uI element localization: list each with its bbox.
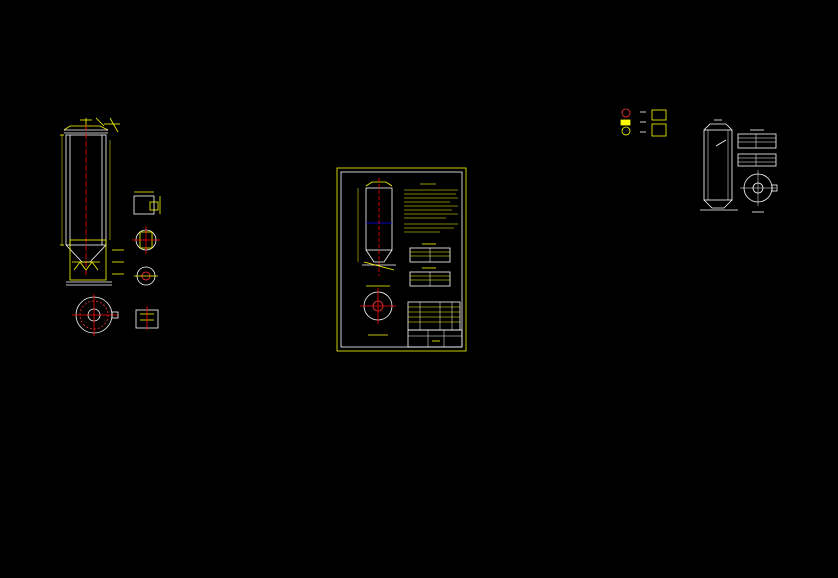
left-detail-view-a [133, 191, 161, 215]
left-detail-view-c [134, 266, 158, 286]
sheet-parts-list [407, 301, 461, 331]
left-vessel-assembly[interactable] [60, 117, 161, 336]
right-vessel-elevation [700, 119, 738, 211]
right-symbol-cluster [620, 108, 667, 137]
sheet-inner-border [340, 171, 463, 348]
sheet-design-data-table-2 [409, 267, 451, 287]
sheet-plan-view [360, 285, 396, 336]
center-drawing-sheet[interactable] [336, 167, 467, 352]
left-vessel-shell [60, 125, 111, 275]
left-detail-view-d [135, 306, 159, 330]
sheet-title-block [407, 329, 463, 348]
right-plan-view [740, 170, 778, 213]
right-data-table [737, 129, 777, 149]
left-detail-view-b [132, 226, 160, 254]
sheet-outer-border [336, 167, 467, 352]
sheet-design-data-table-1 [409, 243, 451, 263]
left-vessel-plan-view [72, 294, 119, 336]
left-vessel-bottom-support [65, 239, 124, 286]
sheet-technical-notes [404, 183, 458, 233]
right-vessel-overview[interactable] [700, 119, 778, 213]
sheet-vessel-elevation [357, 178, 396, 276]
right-design-table [737, 153, 777, 167]
